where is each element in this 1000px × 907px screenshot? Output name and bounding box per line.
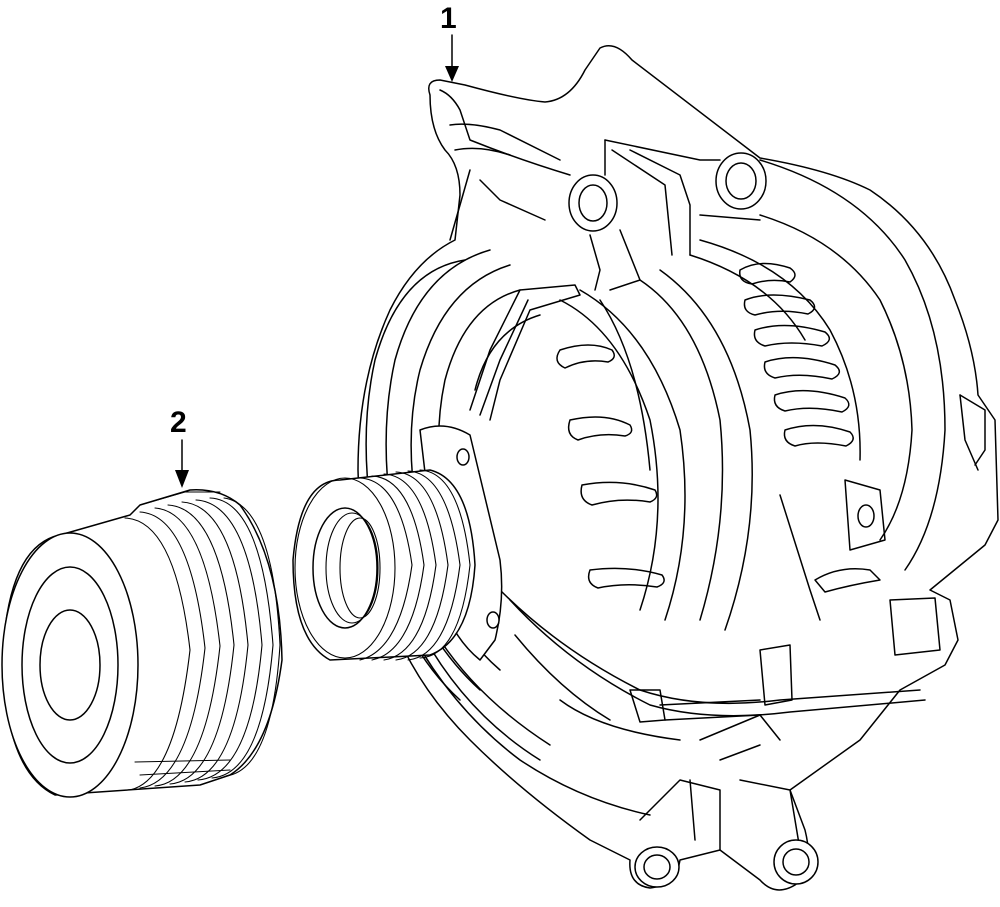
vent-slots-right [739, 262, 854, 447]
callout-2: 2 [170, 406, 189, 488]
overrunning-pulley[interactable] [1, 489, 283, 798]
callout-1: 1 [440, 2, 459, 82]
callout-label-1: 1 [440, 2, 457, 35]
arrowhead-2 [175, 470, 189, 488]
alternator-pulley [292, 469, 476, 661]
callout-label-2: 2 [170, 406, 187, 439]
vent-slots-front [556, 344, 665, 589]
arrowhead-1 [445, 66, 459, 82]
alternator-assembly[interactable] [292, 45, 999, 891]
